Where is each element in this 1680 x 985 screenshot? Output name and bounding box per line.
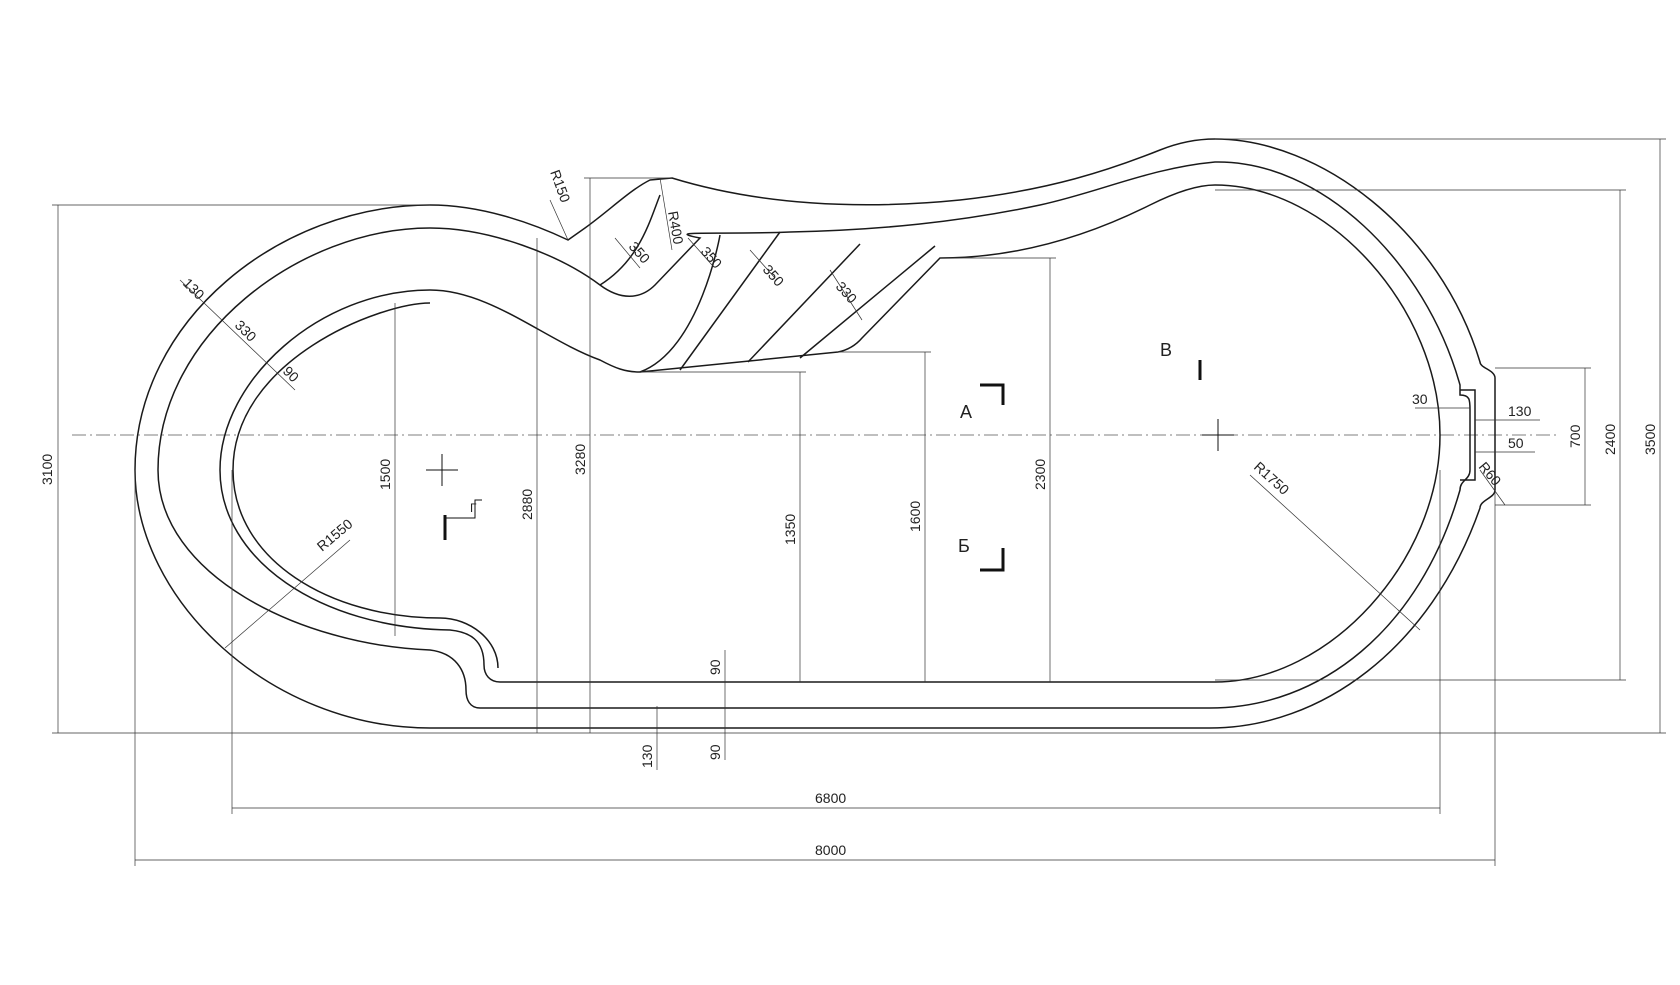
step-top bbox=[599, 194, 661, 286]
dim-6800: 6800 bbox=[815, 790, 846, 806]
dim-3100: 3100 bbox=[39, 454, 55, 485]
pool-steps bbox=[599, 194, 936, 373]
dim-90-bottom-1: 90 bbox=[707, 659, 723, 675]
dim-330-left: 330 bbox=[232, 317, 260, 345]
dim-3500: 3500 bbox=[1642, 424, 1658, 455]
dim-3280: 3280 bbox=[572, 444, 588, 475]
dim-2300: 2300 bbox=[1032, 459, 1048, 490]
pool-outline-outer bbox=[134, 138, 1496, 729]
radius-r150: R150 bbox=[547, 168, 574, 205]
dim-30: 30 bbox=[1412, 391, 1428, 407]
dim-2400: 2400 bbox=[1602, 424, 1618, 455]
dim-700: 700 bbox=[1567, 424, 1583, 448]
dim-1350: 1350 bbox=[782, 514, 798, 545]
center-marks bbox=[426, 419, 1234, 486]
pool-outline-wall bbox=[157, 161, 1471, 709]
dim-1600: 1600 bbox=[907, 501, 923, 532]
radius-r60: R60 bbox=[1476, 459, 1505, 489]
dim-50-notch: 50 bbox=[1508, 435, 1524, 451]
step-line-3 bbox=[747, 243, 861, 363]
dim-130-bottom: 130 bbox=[639, 744, 655, 768]
pool-outline-ledge bbox=[232, 302, 499, 669]
section-label-v: В bbox=[1160, 340, 1172, 360]
dim-350-2: 350 bbox=[698, 243, 726, 271]
dim-90-left: 90 bbox=[280, 363, 302, 385]
dim-130-left: 130 bbox=[180, 275, 208, 303]
section-label-b: Б bbox=[958, 536, 970, 556]
step-line-1 bbox=[639, 234, 721, 373]
step-line-4 bbox=[799, 245, 936, 359]
dimension-lines bbox=[52, 138, 1666, 866]
dim-130-notch: 130 bbox=[1508, 403, 1532, 419]
pool-outline-inner bbox=[219, 184, 1441, 683]
radius-r400: R400 bbox=[665, 210, 687, 246]
step-line-2 bbox=[679, 231, 781, 371]
dim-90-bottom-2: 90 bbox=[707, 744, 723, 760]
dim-350-1: 350 bbox=[626, 238, 654, 266]
section-label-g: Г bbox=[470, 501, 477, 515]
radius-r1550: R1550 bbox=[314, 515, 356, 554]
dim-2880: 2880 bbox=[519, 489, 535, 520]
dim-330-step: 330 bbox=[833, 278, 861, 306]
dim-1500: 1500 bbox=[377, 459, 393, 490]
section-label-a: А bbox=[960, 402, 972, 422]
section-marks bbox=[443, 360, 1202, 572]
dim-8000: 8000 bbox=[815, 842, 846, 858]
radius-r1750: R1750 bbox=[1251, 458, 1293, 498]
outlet-notch bbox=[1460, 389, 1476, 481]
